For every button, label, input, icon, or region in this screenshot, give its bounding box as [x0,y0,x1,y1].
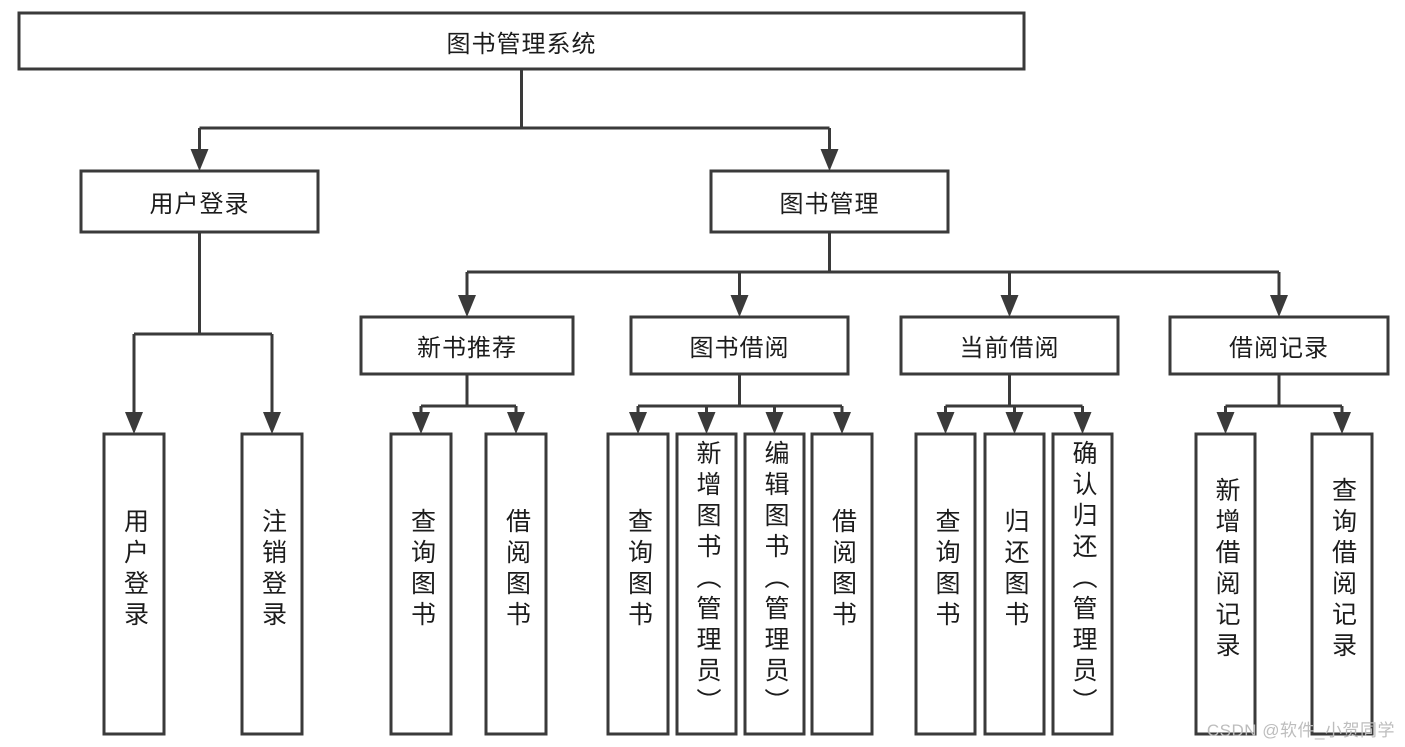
node-box-current-borrow[interactable] [899,315,1120,376]
node-box-leaf-user-login[interactable] [102,432,166,736]
arrow-head-icon-book-manage-2 [1000,295,1019,317]
node-box-book-borrow[interactable] [629,315,850,376]
arrow-head-icon-l3-book-borrow-2 [765,412,784,434]
node-box-leaf-cb-query-book[interactable] [914,432,977,736]
node-box-leaf-rec-query-book[interactable] [389,432,453,736]
arrow-head-icon-user-login-0 [125,412,143,434]
node-box-leaf-user-logout[interactable] [240,432,304,736]
node-box-leaf-bb-borrow-book[interactable] [810,432,874,736]
node-box-root[interactable] [17,11,1026,71]
node-box-leaf-br-add-record[interactable] [1194,432,1257,736]
node-box-leaf-bb-edit-book[interactable] [743,432,806,736]
node-box-leaf-bb-add-book[interactable] [675,432,738,736]
node-box-leaf-cb-return-book[interactable] [983,432,1046,736]
connectors-group [125,69,1351,434]
arrow-head-icon-book-manage-0 [458,295,476,317]
arrow-head-icon-book-manage-1 [730,295,749,317]
arrow-head-icon-l3-new-book-rec-1 [507,412,525,434]
arrow-head-icon-l3-current-borrow-0 [936,412,955,434]
node-box-book-manage[interactable] [709,169,950,234]
node-box-borrow-record[interactable] [1168,315,1390,376]
arrow-head-icon-l3-new-book-rec-0 [412,412,430,434]
arrow-head-icon-root-0 [190,149,209,171]
arrow-head-icon-l3-book-borrow-0 [629,412,647,434]
arrow-head-icon-l3-book-borrow-1 [697,412,716,434]
arrow-head-icon-l3-current-borrow-1 [1005,412,1024,434]
node-box-leaf-rec-borrow-book[interactable] [484,432,548,736]
arrow-head-icon-root-1 [820,149,839,171]
arrow-head-icon-l3-borrow-record-0 [1216,412,1235,434]
boxes-group [17,11,1390,736]
node-box-leaf-bb-query-book[interactable] [606,432,670,736]
arrow-head-icon-book-manage-3 [1270,295,1288,317]
node-box-user-login[interactable] [79,169,320,234]
arrow-head-icon-l3-current-borrow-2 [1073,412,1092,434]
node-box-new-book-rec[interactable] [359,315,575,376]
arrow-head-icon-l3-book-borrow-3 [833,412,851,434]
arrow-head-icon-l3-borrow-record-1 [1333,412,1351,434]
node-box-leaf-cb-confirm-return[interactable] [1051,432,1114,736]
node-box-leaf-br-query-record[interactable] [1310,432,1374,736]
arrow-head-icon-user-login-1 [263,412,281,434]
